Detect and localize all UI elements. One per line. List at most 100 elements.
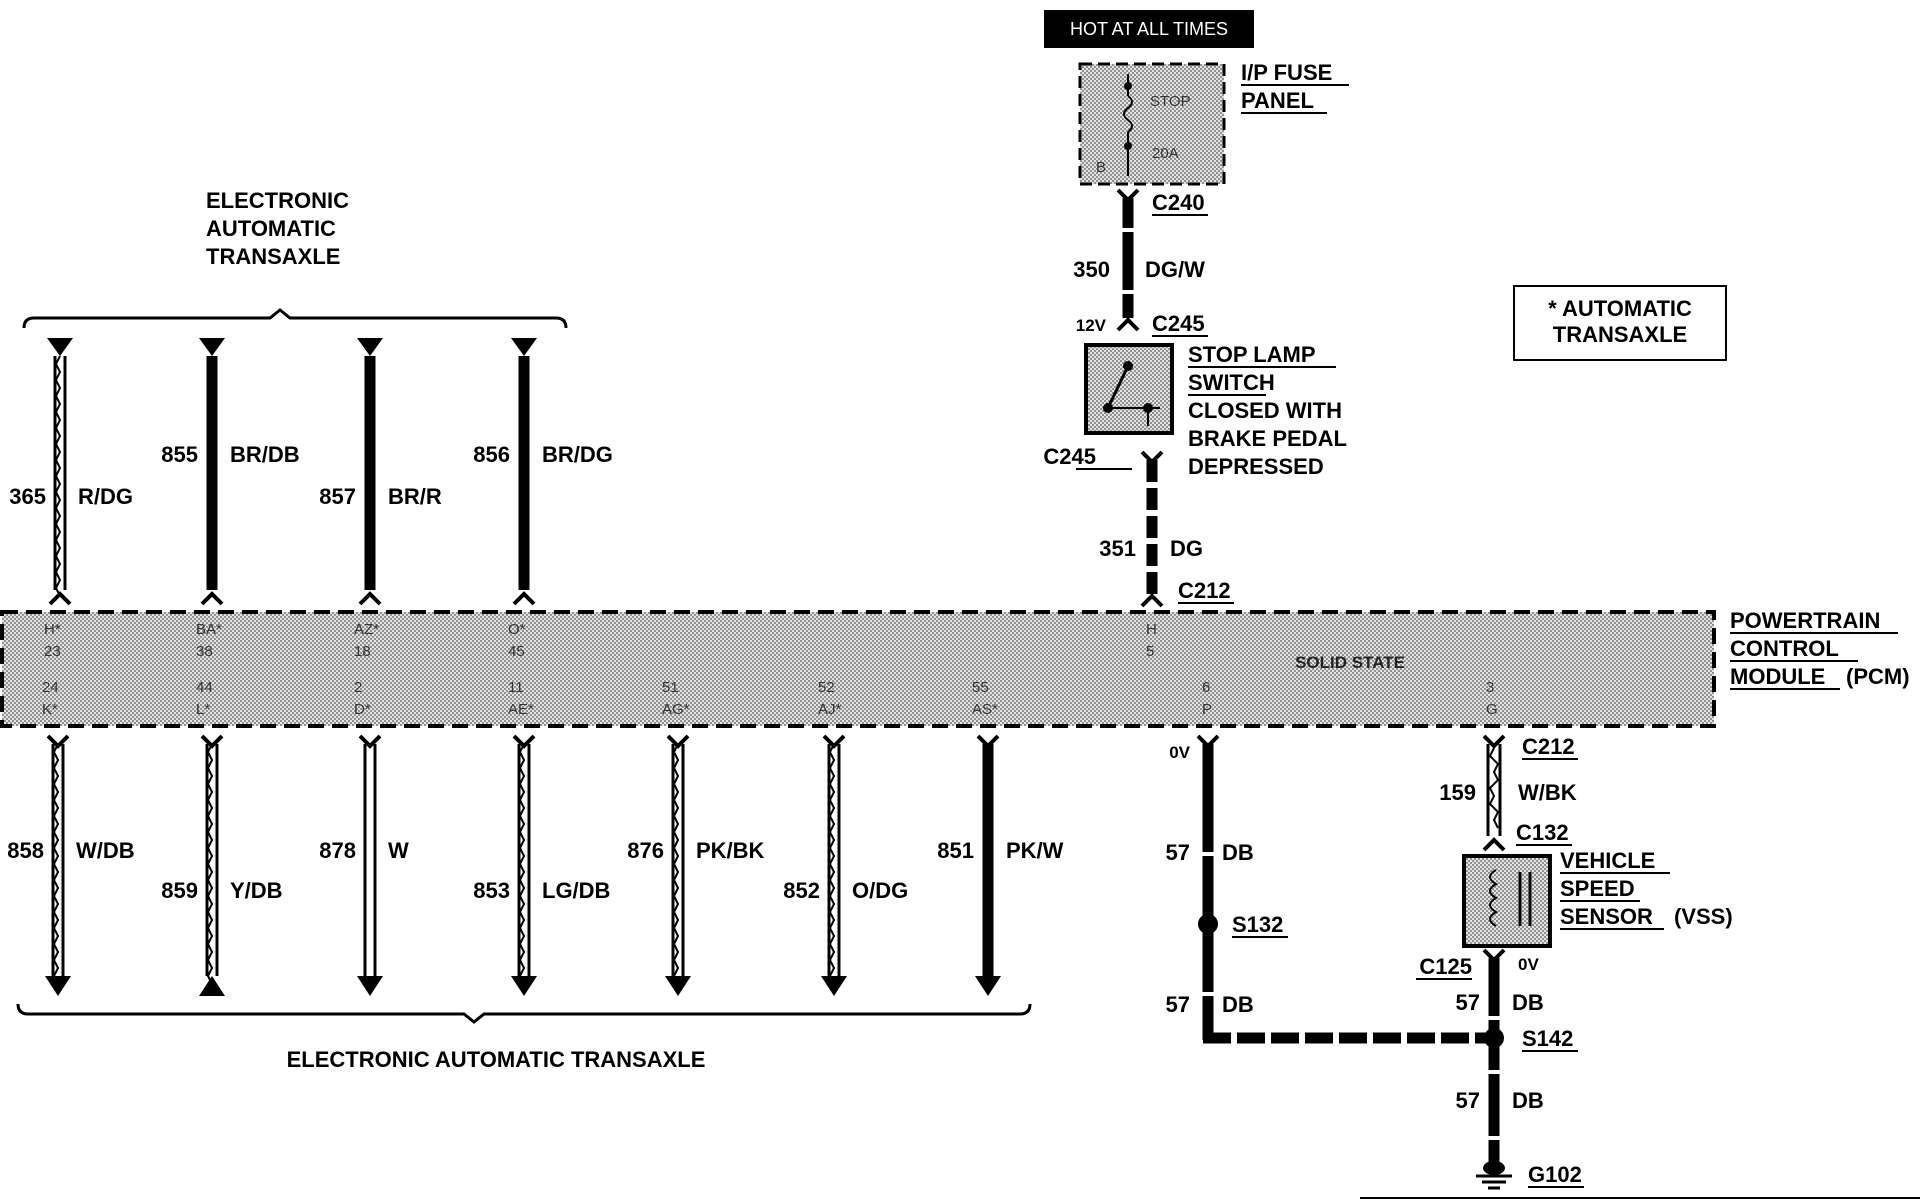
- sensor-coil-icon: [1489, 869, 1498, 927]
- c245-top-connector: C245: [1152, 311, 1205, 336]
- wire-color: O/DG: [852, 878, 908, 903]
- pin-letter: AG*: [662, 701, 690, 718]
- top-wire-857: 857 BR/R AZ* 18: [319, 338, 442, 660]
- arrow-down-icon: [45, 976, 71, 996]
- s142-splice: [1484, 1028, 1504, 1048]
- vss-suffix: (VSS): [1674, 904, 1733, 929]
- eat-top-bracket: [22, 308, 568, 329]
- vss-volt: 0V: [1518, 955, 1539, 974]
- eat-top-title-2: AUTOMATIC: [206, 216, 336, 241]
- pcm-label-3: MODULE: [1730, 664, 1825, 689]
- fuse-icon: [1123, 95, 1133, 133]
- vss-wire-57-color-1: DB: [1512, 990, 1544, 1015]
- note-line-2: TRANSAXLE: [1553, 322, 1687, 347]
- vss-label-2: SPEED: [1560, 876, 1635, 901]
- hot-at-all-times-banner: HOT AT ALL TIMES: [1044, 10, 1254, 48]
- wire-color: Y/DB: [230, 878, 283, 903]
- stop-pin-letter: H: [1146, 621, 1157, 638]
- vss-wire-57-number-1: 57: [1456, 990, 1480, 1015]
- pin-number: 38: [196, 643, 213, 660]
- wire-351-color: DG: [1170, 536, 1203, 561]
- wire-number: 365: [9, 484, 46, 509]
- vss-c212: C212: [1522, 734, 1575, 759]
- voltage-12v: 12V: [1076, 316, 1107, 335]
- automatic-transaxle-note: * AUTOMATIC TRANSAXLE: [1513, 285, 1727, 361]
- arrow-up-icon: [199, 976, 225, 996]
- arrow-down-icon: [47, 338, 73, 356]
- s132-splice: [1198, 914, 1218, 934]
- pin-number: 55: [972, 679, 989, 696]
- pin-letter: H*: [44, 621, 61, 638]
- gnd-wire-57-color-2: DB: [1222, 992, 1254, 1017]
- vss-circuit: 3 G: [1360, 679, 1920, 1199]
- wire-number: 857: [319, 484, 356, 509]
- vss-c125: C125: [1419, 954, 1472, 979]
- gnd-pin-number: 6: [1202, 679, 1210, 696]
- pin-number: 11: [508, 679, 524, 696]
- pcm-label-1: POWERTRAIN: [1730, 608, 1880, 633]
- wire-number: 876: [627, 838, 664, 863]
- switch-contact-icon: [1106, 365, 1130, 409]
- wire-color: BR/R: [388, 484, 442, 509]
- arrow-down-icon: [357, 338, 383, 356]
- pin-number: 45: [508, 643, 525, 660]
- fuse-panel: STOP 20A B: [1078, 62, 1226, 186]
- wire-number: 853: [473, 878, 510, 903]
- wire-color: W/DB: [76, 838, 135, 863]
- switch-note-1: CLOSED WITH: [1188, 398, 1342, 423]
- pin-number: 18: [354, 643, 371, 660]
- arrow-down-icon: [975, 976, 1001, 996]
- arrow-down-icon: [511, 338, 537, 356]
- wire-color: W: [388, 838, 409, 863]
- arrow-down-icon: [357, 976, 383, 996]
- c212-top-connector: C212: [1178, 578, 1231, 603]
- gnd-wire-57-color-1: DB: [1222, 840, 1254, 865]
- wire-color: PK/BK: [696, 838, 765, 863]
- note-line-1: * AUTOMATIC: [1548, 296, 1692, 321]
- vss-label-1: VEHICLE: [1560, 848, 1655, 873]
- arrow-down-icon: [511, 976, 537, 996]
- vss-label-3: SENSOR: [1560, 904, 1653, 929]
- pin-letter: AJ*: [818, 701, 842, 718]
- wire-number: 851: [937, 838, 974, 863]
- vss-wire-57-number-2: 57: [1456, 1088, 1480, 1113]
- s142-label: S142: [1522, 1026, 1573, 1051]
- eat-top-title-1: ELECTRONIC: [206, 188, 349, 213]
- gnd-wire-57-number-2: 57: [1166, 992, 1190, 1017]
- wire-350-color: DG/W: [1145, 257, 1205, 282]
- fuse-panel-label-2: PANEL: [1241, 88, 1314, 113]
- arrow-down-icon: [665, 976, 691, 996]
- wire-number: 856: [473, 442, 510, 467]
- ground-circuit: 6 P: [1196, 679, 1494, 1044]
- arrow-down-icon: [821, 976, 847, 996]
- gnd-wire-57-number-1: 57: [1166, 840, 1190, 865]
- pin-number: 24: [42, 679, 59, 696]
- s132-label: S132: [1232, 912, 1283, 937]
- eat-bottom-bracket: [16, 1003, 1032, 1024]
- stop-lamp-switch: [1084, 343, 1174, 435]
- switch-note-3: DEPRESSED: [1188, 454, 1324, 479]
- wire-350: [1116, 188, 1140, 332]
- vss-pin-number: 3: [1486, 679, 1494, 696]
- pin-letter: L*: [196, 701, 210, 718]
- pin-number: 51: [662, 679, 679, 696]
- stop-lamp-switch-label-1: STOP LAMP: [1188, 342, 1316, 367]
- ground-icon: [1476, 1161, 1512, 1190]
- pin-number: 52: [818, 679, 835, 696]
- pin-number: 2: [354, 679, 362, 696]
- pin-letter: AZ*: [354, 621, 379, 638]
- wire-color: BR/DB: [230, 442, 300, 467]
- stop-lamp-switch-label-2: SWITCH: [1188, 370, 1275, 395]
- pin-letter: D*: [354, 701, 371, 718]
- pcm-module: SOLID STATE: [0, 610, 1716, 728]
- vss-pin-letter: G: [1486, 701, 1498, 718]
